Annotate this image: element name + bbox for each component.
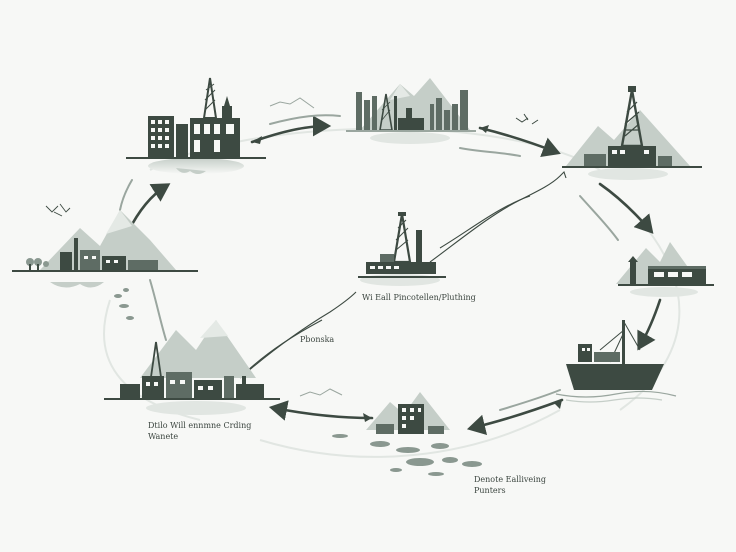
mid-annotation: Pbonska	[300, 335, 335, 344]
oil-rig-icon	[584, 86, 672, 166]
node-bottom-left-plant	[104, 288, 280, 415]
secondary-arrows	[119, 114, 619, 411]
bottom-right-caption: Denote Ealliveing Punters	[474, 475, 546, 495]
processing-plant-icon	[120, 341, 264, 398]
warehouse-icon	[628, 256, 706, 284]
ship-icon	[566, 320, 664, 390]
drilling-platform-icon	[366, 212, 436, 274]
node-right-warehouse	[616, 242, 714, 297]
bird-icon	[515, 113, 539, 125]
wetland-facility-icon	[376, 404, 444, 434]
arrow-rig-warehouse	[598, 182, 654, 234]
bird-icon	[45, 203, 71, 217]
arrow-facility-plant	[268, 400, 374, 421]
node-left-industrial-town	[12, 203, 198, 288]
city-skyline-icon	[356, 90, 468, 131]
node-top-center-city	[269, 78, 476, 144]
node-right-tanker-ship	[555, 320, 677, 403]
center-caption: Wi Eall Pincotellen/Pluthing	[362, 293, 476, 302]
node-top-left-refinery	[126, 77, 266, 174]
node-center-drilling-platform	[358, 212, 446, 286]
rock-debris	[114, 288, 134, 320]
mountain-town-icon	[26, 238, 158, 270]
node-bottom-center-facility	[299, 388, 482, 476]
arrow-warehouse-ship	[637, 298, 662, 351]
arrow-ship-facility	[466, 398, 564, 436]
connection-lines	[239, 170, 567, 379]
node-top-right-oil-rig	[515, 86, 702, 180]
arrow-extra-heads	[252, 125, 562, 422]
pond-patches	[332, 434, 482, 476]
factory-derrick-icon	[148, 77, 240, 157]
bottom-left-caption: Dtilo Will ennmne Crding Wanete	[148, 421, 252, 441]
